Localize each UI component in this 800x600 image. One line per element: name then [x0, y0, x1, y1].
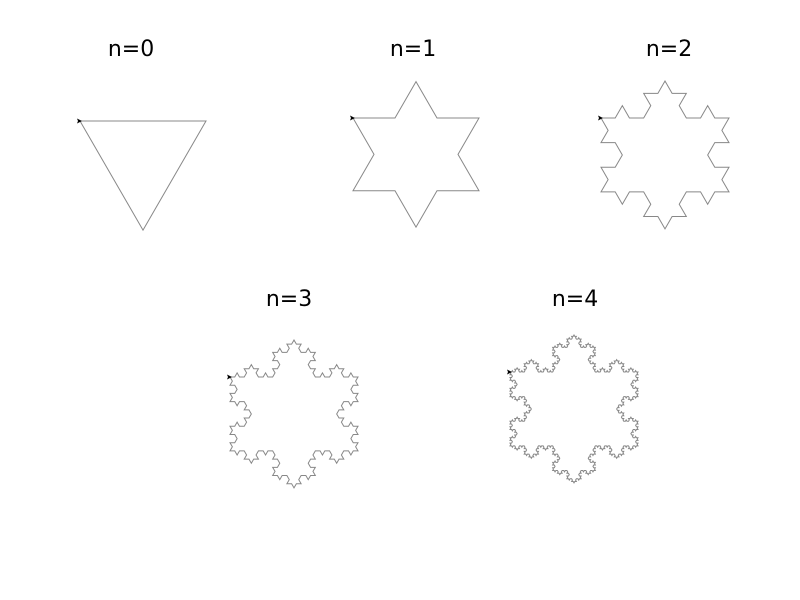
stage-label-n2: n=2 [645, 37, 693, 62]
koch-outline-n0 [79, 120, 207, 232]
koch-outline-n2 [600, 80, 730, 230]
turtle-cursor-icon [227, 374, 232, 380]
koch-curve-n1 [350, 80, 480, 229]
koch-curve-n3 [227, 339, 359, 489]
turtle-cursor-icon [507, 369, 512, 375]
koch-curve-n2 [598, 80, 730, 230]
stage-label-n1: n=1 [389, 37, 437, 62]
stage-label-n0: n=0 [107, 37, 155, 62]
koch-outline-n1 [352, 80, 480, 229]
koch-outline-n3 [229, 339, 359, 489]
turtle-cursor-icon [350, 115, 355, 121]
stage-label-n4: n=4 [551, 287, 599, 312]
koch-curve-n4 [507, 334, 639, 484]
turtle-cursor-icon [598, 115, 603, 121]
stage-label-n3: n=3 [265, 287, 313, 312]
koch-outline-n4 [509, 334, 639, 484]
turtle-cursor-icon [77, 118, 82, 124]
koch-curve-n0 [77, 118, 207, 232]
